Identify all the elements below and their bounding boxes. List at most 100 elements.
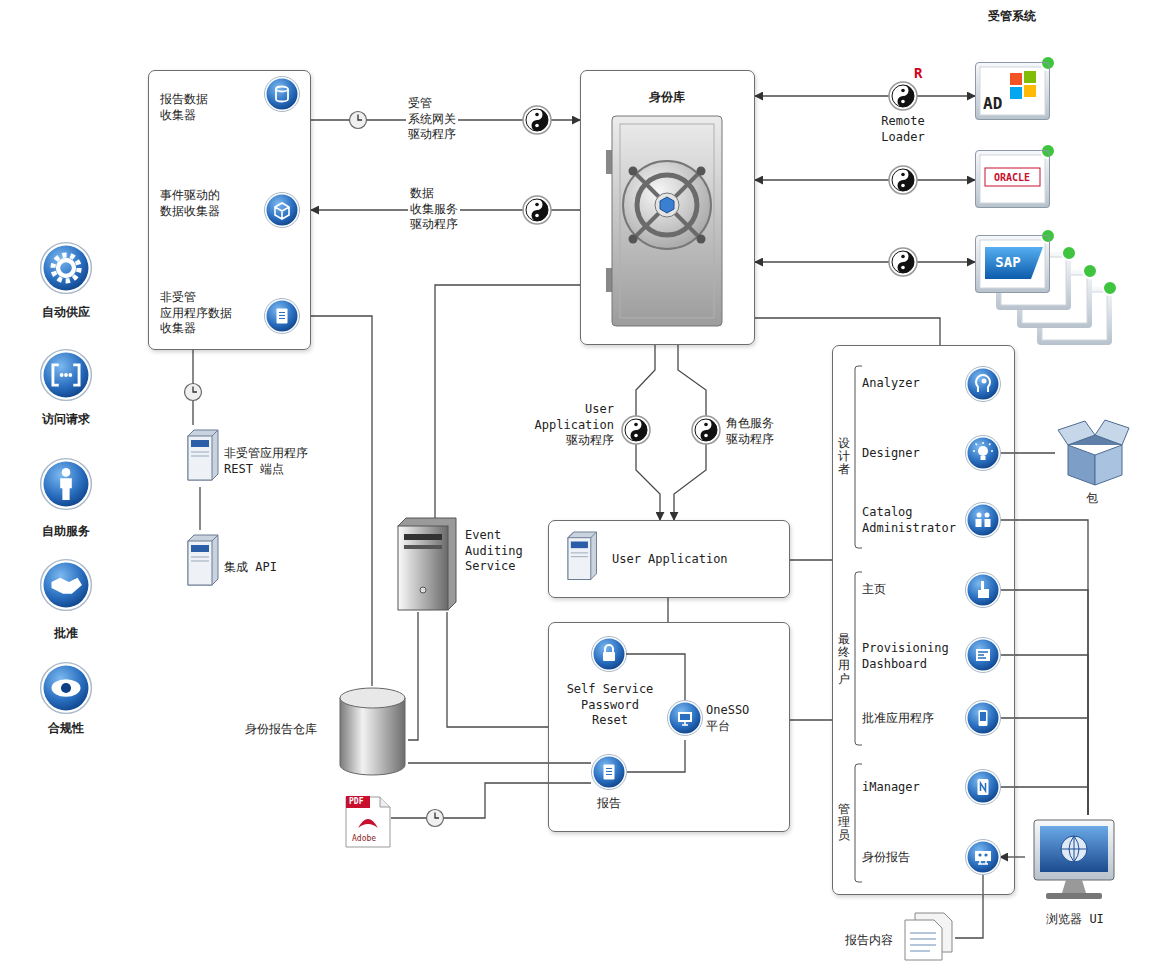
timer-symbol — [350, 112, 367, 129]
monitor-base — [1046, 893, 1102, 899]
timer-symbol — [427, 810, 444, 827]
group-bracket — [855, 764, 862, 882]
label-layer: 受管系统R — [0, 0, 1152, 34]
driver-symbol — [889, 248, 917, 276]
driver-symbol — [523, 106, 551, 134]
feature-icon: 自助服务 — [28, 460, 104, 544]
connector — [447, 612, 548, 727]
tower-button — [420, 587, 426, 593]
node-label: 浏览器 UI — [1046, 912, 1104, 928]
driver-symbol — [889, 166, 917, 194]
icon-ball — [592, 637, 627, 672]
api-server: 集成 API — [182, 530, 302, 590]
page-lines — [910, 933, 936, 951]
node-label: iManager — [862, 780, 920, 796]
node-label: 非受管应用程序 REST 端点 — [224, 446, 316, 477]
node-label: AD — [983, 94, 1002, 115]
connector — [1000, 590, 1088, 815]
node-label: SAP — [995, 253, 1020, 271]
document-glyph — [277, 309, 288, 324]
feature-icon — [41, 243, 92, 714]
node-label: 身份报告仓库 — [245, 722, 317, 738]
tool-item: iManager — [860, 769, 1000, 805]
server-icon — [188, 430, 218, 480]
tool-item: 批准应用程序 — [860, 700, 1000, 736]
vault-knob — [629, 235, 638, 244]
node-label: 合规性 — [48, 721, 84, 737]
driver-label: 数据 收集服务 驱动程序 — [408, 186, 460, 233]
node-label: ORACLE — [994, 171, 1030, 184]
managed-system: AD — [975, 62, 1050, 120]
pdf-page — [346, 796, 390, 847]
tool-item: Provisioning Dashboard — [860, 636, 1000, 676]
vault-knob — [697, 167, 706, 176]
tower-slot — [404, 534, 442, 540]
connector — [660, 654, 685, 700]
icon-ball — [41, 459, 92, 510]
node-label: Provisioning Dashboard — [862, 641, 949, 672]
status-dot — [1083, 264, 1097, 278]
sap-stack — [975, 229, 1117, 345]
eye-glyph — [52, 679, 81, 696]
monitor-stand — [1062, 880, 1086, 893]
node-label: 访问请求 — [42, 412, 90, 428]
lock-glyph — [603, 645, 615, 661]
tool-item: Analyzer — [860, 366, 1000, 402]
connector — [1000, 787, 1088, 815]
system-frame — [975, 150, 1050, 208]
page-front — [905, 920, 942, 960]
loader-mark: R — [914, 64, 922, 82]
node-label: PDF — [349, 797, 363, 807]
connector — [408, 762, 591, 763]
connector — [755, 95, 975, 96]
oracle-logo — [975, 144, 1055, 208]
page-outline — [346, 797, 390, 847]
connector — [627, 740, 685, 772]
pdf-tab — [346, 796, 370, 808]
status-dot — [1041, 229, 1055, 243]
node-label: Catalog Administrator — [862, 505, 956, 536]
system-frame — [975, 235, 1050, 293]
tower-server — [398, 518, 456, 610]
collector-panel: 报告数据 收集器事件驱动的 数据收集器非受管 应用程序数据 收集器 — [148, 70, 311, 350]
icon-ball — [966, 840, 1001, 875]
vault-hub — [655, 193, 679, 217]
report-glyph — [975, 851, 991, 864]
service-item: OneSSO 平台 — [668, 700, 768, 740]
node-label: 自动供应 — [42, 305, 90, 321]
node-label: 包 — [1086, 491, 1098, 507]
node-label: Designer — [862, 446, 920, 462]
logo-outline — [985, 168, 1040, 186]
sap-logo — [985, 247, 1043, 279]
document-glyph — [604, 765, 615, 780]
cube-glyph — [275, 203, 289, 219]
node-label: 身份报告 — [862, 850, 910, 866]
timer-symbol — [185, 384, 202, 401]
connector — [955, 875, 983, 938]
connector — [199, 487, 200, 530]
connector — [755, 179, 975, 180]
node-label: Event Auditing Service — [465, 528, 523, 575]
driver-symbol — [622, 416, 650, 444]
icon-ball — [966, 701, 1001, 736]
node-label: 事件驱动的 数据收集器 — [160, 188, 220, 219]
application-box: User Application — [548, 520, 790, 598]
person-glyph — [60, 468, 72, 500]
package-box — [1058, 420, 1129, 485]
adobe-swirl — [358, 819, 378, 828]
logo-tile — [1010, 87, 1022, 99]
database-cylinder — [340, 688, 405, 775]
node-label: 批准应用程序 — [862, 711, 934, 727]
report-content: 报告内容 — [840, 915, 955, 961]
role-group: 管理员 iManager 身份报告 — [836, 760, 1004, 886]
system-frame — [975, 62, 1050, 120]
connector — [667, 598, 668, 622]
monitor-glyph — [678, 712, 692, 725]
node-label: 报告 — [597, 796, 621, 812]
feature-icon: 访问请求 — [28, 351, 104, 433]
node-label: 报告内容 — [845, 933, 893, 949]
cylinder-body — [340, 698, 405, 775]
box-flap — [1095, 420, 1129, 445]
group-label: 管理员 — [838, 803, 850, 843]
